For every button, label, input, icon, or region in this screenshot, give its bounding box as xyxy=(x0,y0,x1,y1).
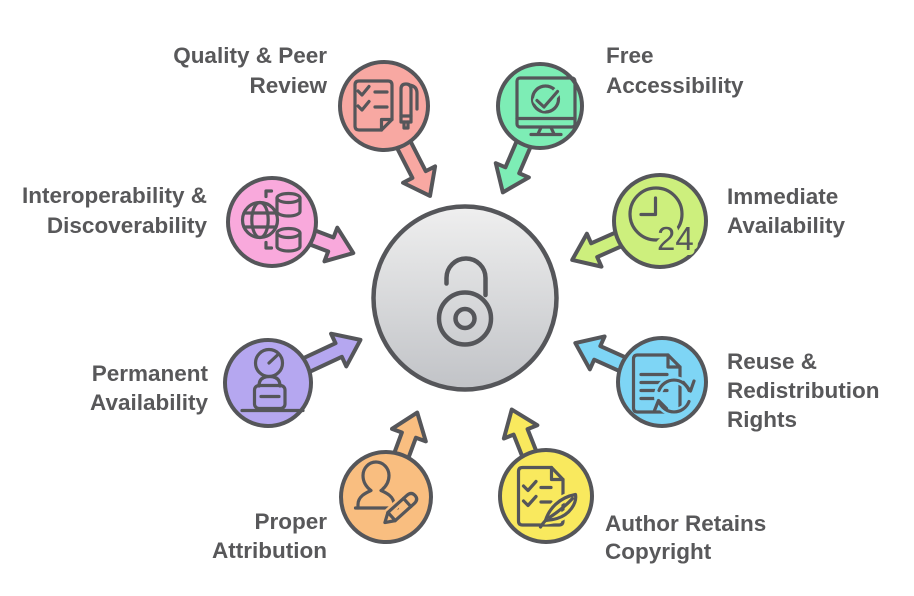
person-pencil-icon xyxy=(353,460,421,527)
monitor-check-icon xyxy=(515,76,577,137)
checklist-pen-icon xyxy=(353,79,419,132)
author-circle xyxy=(498,448,594,544)
label-immediate-line2: Availability xyxy=(727,213,845,238)
label-free-line1: Free xyxy=(606,43,654,68)
label-quality-line2: Review xyxy=(249,73,327,98)
node-permanent-availability: Permanent Availability xyxy=(90,338,313,428)
node-author-retains-copyright: Author Retains Copyright xyxy=(498,448,766,564)
label-interop-line1: Interoperability & xyxy=(22,183,207,208)
globe-database-icon xyxy=(240,189,302,253)
label-interop-line2: Discoverability xyxy=(47,213,208,238)
label-immediate-line1: Immediate xyxy=(727,184,838,209)
node-interoperability-discoverability: Interoperability & Discoverability xyxy=(22,176,318,268)
label-free-line2: Accessibility xyxy=(606,73,744,98)
clock-24-icon: 24 xyxy=(628,186,699,262)
permanent-circle xyxy=(223,338,313,428)
center-circle xyxy=(371,204,559,392)
label-permanent-line1: Permanent xyxy=(92,361,209,386)
node-free-accessibility: Free Accessibility xyxy=(496,43,744,150)
document-refresh-icon xyxy=(631,353,696,416)
label-reuse-line1: Reuse & xyxy=(727,349,817,374)
label-permanent-line2: Availability xyxy=(90,390,208,415)
node-quality-peer-review: Quality & Peer Review xyxy=(173,43,430,152)
node-reuse-redistribution-rights: Reuse & Redistribution Rights xyxy=(616,336,880,432)
archive-clock-icon xyxy=(240,347,305,413)
label-proper-line2: Attribution xyxy=(212,538,327,563)
label-reuse-line3: Rights xyxy=(727,407,797,432)
label-quality-line1: Quality & Peer xyxy=(173,43,327,68)
label-author-line2: Copyright xyxy=(605,539,712,564)
label-proper-line1: Proper xyxy=(254,509,327,534)
label-reuse-line2: Redistribution xyxy=(727,378,880,403)
label-author-line1: Author Retains xyxy=(605,511,766,536)
center-node xyxy=(371,204,559,392)
document-feather-icon xyxy=(516,465,580,529)
open-lock-icon xyxy=(436,256,494,347)
clock-24-text: 24 xyxy=(657,220,694,257)
interop-circle xyxy=(226,176,318,268)
node-immediate-availability: 24 Immediate Availability xyxy=(612,173,845,269)
node-proper-attribution: Proper Attribution xyxy=(212,450,433,563)
